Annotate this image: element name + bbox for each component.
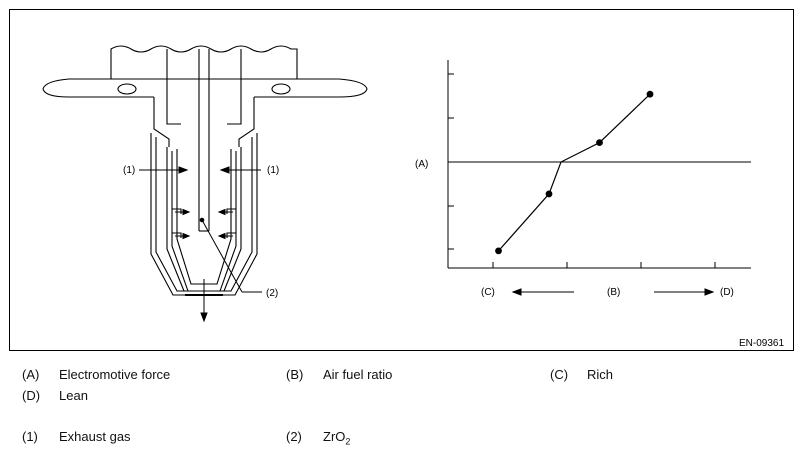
label-zro2: (2) — [266, 288, 278, 299]
graph-label-b: (B) — [607, 287, 620, 298]
legend-key-b: (B) — [286, 367, 304, 382]
legend-key-c: (C) — [550, 367, 569, 382]
emf-point-1 — [495, 247, 502, 255]
legend-text-2: ZrO2 — [323, 429, 350, 447]
emf-curve — [498, 93, 651, 252]
legend-text-2-main: ZrO — [323, 429, 346, 444]
direction-arrow-lean — [654, 288, 715, 296]
graph-label-d: (D) — [720, 287, 734, 298]
sensor-nut — [110, 45, 298, 80]
legend-text-1: Exhaust gas — [59, 429, 131, 444]
graph-x-ticks — [492, 262, 716, 268]
legend-text-b: Air fuel ratio — [323, 367, 393, 382]
sensor-flange-right — [244, 78, 368, 98]
emf-points — [495, 90, 654, 255]
oxygen-sensor-figure: (1) (1) (2) (A) (C) (B) (D) EN-09361 — [9, 9, 794, 351]
legend-text-a: Electromotive force — [59, 367, 171, 382]
legend-key-d: (D) — [22, 388, 41, 403]
legend-key-1: (1) — [22, 429, 38, 444]
emf-point-2 — [545, 190, 553, 198]
legend-text-2-sub: 2 — [345, 436, 351, 447]
exhaust-arrows — [139, 166, 261, 323]
sensor-drawing — [42, 45, 368, 296]
legend-text-c: Rich — [587, 367, 614, 382]
figure-code: EN-09361 — [739, 338, 784, 349]
flange-hole-right — [271, 83, 291, 95]
label-exhaust-right: (1) — [267, 165, 279, 176]
legend-text-d: Lean — [59, 388, 88, 403]
sensor-flange-left — [42, 78, 164, 98]
emf-graph — [447, 60, 751, 269]
emf-point-4 — [646, 90, 654, 98]
zro2-leader — [199, 217, 262, 293]
graph-label-c: (C) — [481, 287, 495, 298]
flange-hole-left — [117, 83, 137, 95]
direction-arrow-rich — [511, 288, 574, 296]
graph-y-ticks — [448, 73, 454, 250]
label-exhaust-left: (1) — [123, 165, 135, 176]
legend-key-2: (2) — [286, 429, 302, 444]
legend-key-a: (A) — [22, 367, 40, 382]
graph-label-a: (A) — [415, 159, 428, 170]
emf-point-3 — [596, 139, 603, 147]
